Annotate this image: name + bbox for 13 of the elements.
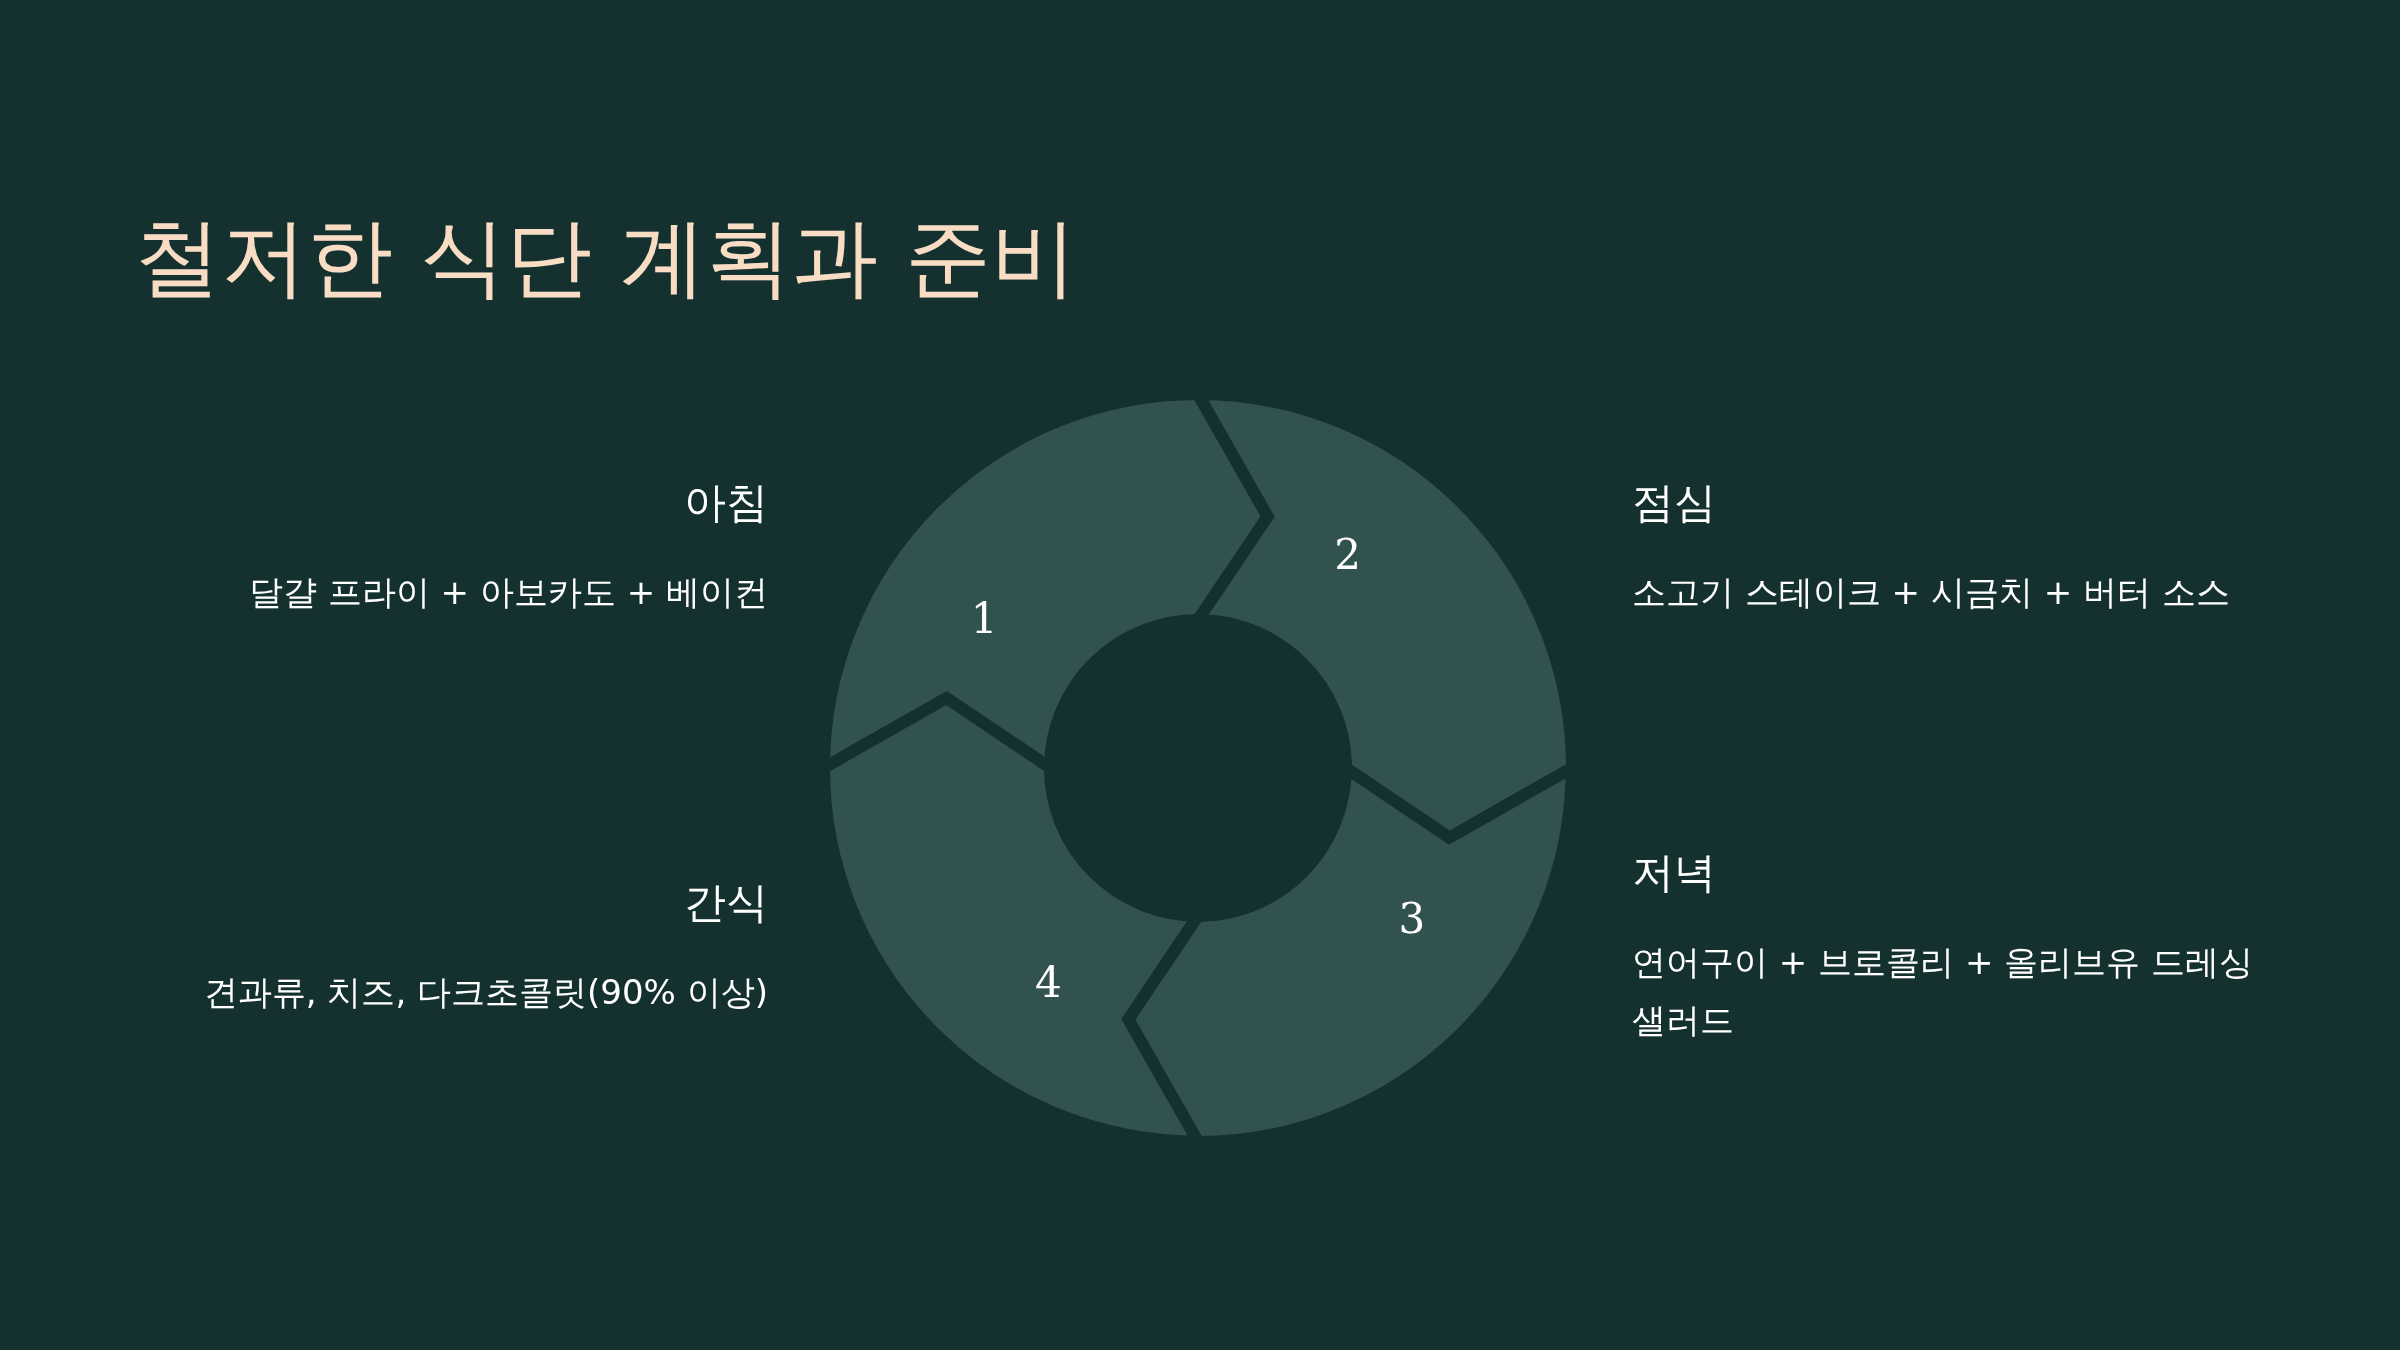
meal-description: 소고기 스테이크 + 시금치 + 버터 소스 [1632, 571, 2230, 614]
step-number: 4 [1034, 957, 1062, 1007]
meal-description: 달걀 프라이 + 아보카도 + 베이컨 [249, 571, 768, 614]
step-number: 3 [1398, 893, 1426, 943]
step-number: 1 [970, 593, 998, 643]
meal-heading: 저녁 [1632, 847, 1716, 899]
title: 철저한 식단 계획과 준비 [135, 206, 1077, 309]
meal-description: 견과류, 치즈, 다크초콜릿(90% 이상) [203, 971, 768, 1014]
meal-heading: 간식 [684, 877, 768, 929]
step-number: 2 [1334, 529, 1362, 579]
meal-heading: 아침 [684, 477, 768, 529]
meal-description: 연어구이 + 브로콜리 + 올리브유 드레싱 샐러드 [1632, 941, 2254, 1042]
meal-heading: 점심 [1632, 477, 1716, 529]
